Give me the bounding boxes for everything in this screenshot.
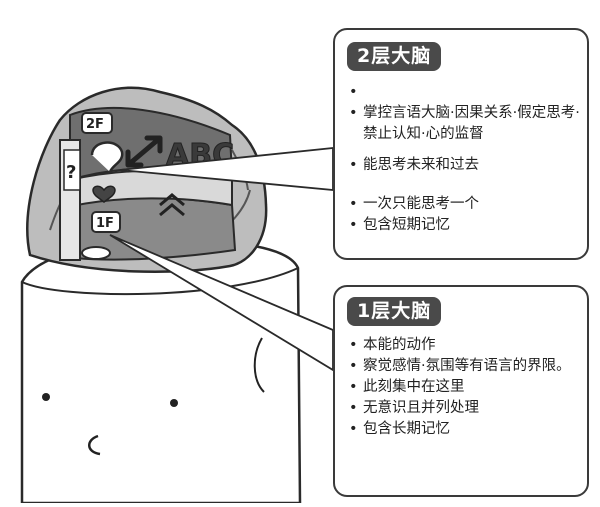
ear-outline	[253, 337, 265, 393]
eye-right	[170, 399, 178, 407]
upper-item-short-term-memory: 包含短期记忆	[349, 215, 581, 236]
floor-sign-upper-text: 2F	[86, 117, 104, 132]
lower-item-instinct: 本能的动作	[349, 335, 581, 356]
lower-item-parallel: 无意识且并列处理	[349, 398, 581, 419]
upper-item-one-at-a-time: 一次只能思考一个	[349, 194, 581, 215]
mouth	[88, 434, 101, 456]
lower-panel-list: 本能的动作 察觉感情·氛围等有语言的界限。 此刻集中在这里 无意识且并列处理 包…	[349, 335, 581, 440]
memory-object	[81, 246, 111, 260]
eye-left	[42, 393, 50, 401]
head-rim	[21, 267, 299, 296]
double-arrow-icon	[125, 135, 163, 168]
lower-item-long-term-memory: 包含长期记忆	[349, 419, 581, 440]
lower-brain-panel: 1层大脑 本能的动作 察觉感情·氛围等有语言的界限。 此刻集中在这里 无意识且并…	[333, 285, 589, 497]
floor-sign-lower	[91, 211, 121, 233]
floor-sign-lower-text: 1F	[96, 216, 114, 231]
lower-item-emotion: 察觉感情·氛围等有语言的界限。	[349, 356, 581, 377]
upper-brain-panel: 2层大脑 掌控言语大脑·因果关系·假定思考·禁止认知·心的监督 能思考未来和过去…	[333, 28, 589, 260]
floor-sign-upper	[81, 112, 113, 134]
question-mark: ?	[66, 162, 76, 183]
upper-item-future-past: 能思考未来和过去	[349, 155, 581, 176]
ear-icon	[90, 141, 124, 173]
stairs-icon	[159, 193, 185, 217]
upper-panel-list: 掌控言语大脑·因果关系·假定思考·禁止认知·心的监督 能思考未来和过去 一次只能…	[349, 82, 581, 236]
heart-icon	[92, 185, 116, 203]
head-outline	[20, 238, 302, 505]
question-door	[63, 149, 81, 191]
lower-item-focus-now: 此刻集中在这里	[349, 377, 581, 398]
lower-panel-title: 1层大脑	[347, 297, 442, 326]
upper-item-control: 掌控言语大脑·因果关系·假定思考·禁止认知·心的监督	[349, 103, 581, 145]
upper-item-empty	[349, 82, 581, 103]
upper-panel-title: 2层大脑	[347, 42, 442, 71]
